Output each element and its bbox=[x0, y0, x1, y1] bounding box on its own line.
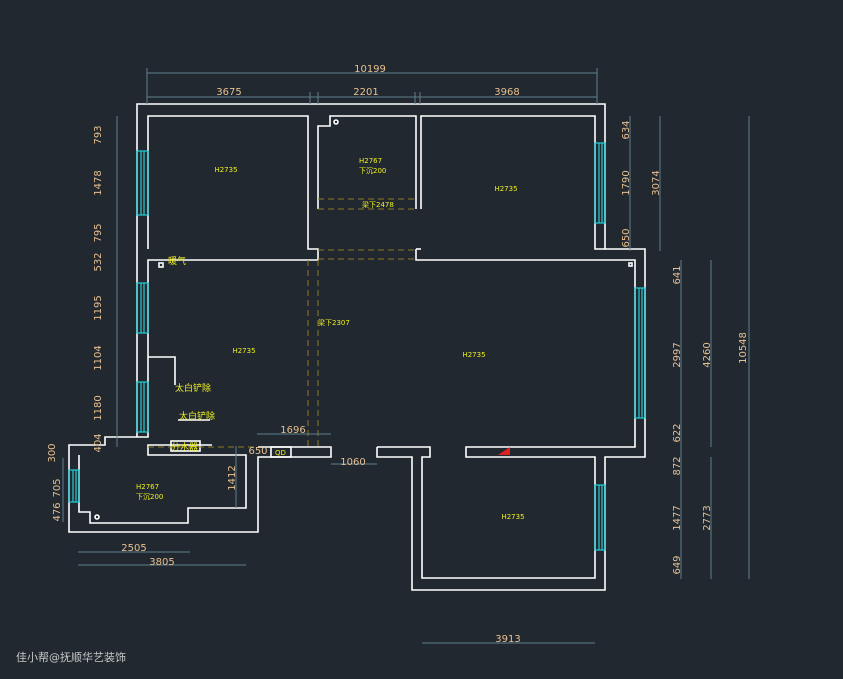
dim-right-lower-4: 872 bbox=[672, 456, 683, 475]
watermark: 佳小帮@抚顺华艺装饰 bbox=[16, 651, 126, 664]
dim-left-5: 1195 bbox=[93, 295, 104, 320]
label-room-top-mid-sink: 下沉200 bbox=[359, 167, 386, 175]
dim-total-top: 10199 bbox=[354, 64, 386, 75]
dim-right-lower-2: 2997 bbox=[672, 342, 683, 367]
dim-left-3: 795 bbox=[93, 223, 104, 242]
dim-650: 650 bbox=[248, 446, 267, 457]
dim-left-7: 1180 bbox=[93, 395, 104, 420]
dim-right-lower-3: 622 bbox=[672, 423, 683, 442]
dim-right-upper-2: 1790 bbox=[621, 170, 632, 195]
red-marker bbox=[498, 447, 510, 455]
label-room-bottom-left-sink: 下沉200 bbox=[136, 493, 163, 501]
dim-right-total: 10548 bbox=[738, 332, 749, 364]
beam-lines bbox=[148, 198, 416, 448]
dim-left-lower-2: 705 bbox=[52, 478, 63, 497]
dim-right-lower-6: 649 bbox=[672, 555, 683, 574]
label-room-bottom-right: H2735 bbox=[501, 513, 524, 521]
windows bbox=[68, 142, 646, 551]
dim-right-upper-3: 650 bbox=[621, 228, 632, 247]
room-labels: H2735 H2767 下沉200 梁下2478 H2735 暖气 梁下2307… bbox=[136, 157, 525, 521]
label-water-distributor: 分水器 bbox=[171, 441, 198, 453]
dim-1696: 1696 bbox=[280, 425, 305, 436]
label-room-top-left: H2735 bbox=[214, 166, 237, 174]
dim-right-low: 2773 bbox=[702, 505, 713, 530]
dimension-texts: 10199 3675 2201 3968 793 1478 795 532 11… bbox=[47, 64, 749, 645]
dimension-lines bbox=[62, 68, 750, 644]
dim-left-4: 532 bbox=[93, 252, 104, 271]
dim-left-6: 1104 bbox=[93, 345, 104, 370]
label-room-left-mid: H2735 bbox=[232, 347, 255, 355]
label-radiator: 暖气 bbox=[168, 255, 186, 267]
dim-left-lower-3: 476 bbox=[52, 502, 63, 521]
label-beam-2307: 梁下2307 bbox=[318, 318, 350, 327]
label-living-room: H2735 bbox=[462, 351, 485, 359]
dim-left-8: 404 bbox=[93, 433, 104, 452]
label-room-top-right: H2735 bbox=[494, 185, 517, 193]
dim-top-1: 3675 bbox=[216, 87, 241, 98]
label-qd: QD bbox=[275, 449, 286, 457]
dim-right-upper-total: 3074 bbox=[651, 170, 662, 195]
label-room-top-mid-height: H2767 bbox=[359, 157, 382, 165]
dim-left-1: 793 bbox=[93, 125, 104, 144]
dim-right-lower-5: 1477 bbox=[672, 505, 683, 530]
dim-right-lower-1: 641 bbox=[672, 265, 683, 284]
dim-3805: 3805 bbox=[149, 557, 174, 568]
dim-2505: 2505 bbox=[121, 543, 146, 554]
label-room-bottom-left-height: H2767 bbox=[136, 483, 159, 491]
label-beam-2478: 梁下2478 bbox=[362, 200, 394, 209]
dim-1060: 1060 bbox=[340, 457, 365, 468]
dim-left-2: 1478 bbox=[93, 170, 104, 195]
dim-top-2: 2201 bbox=[353, 87, 378, 98]
dim-left-lower-1: 300 bbox=[47, 443, 58, 462]
dim-1412: 1412 bbox=[227, 465, 238, 490]
dim-top-3: 3968 bbox=[494, 87, 519, 98]
label-remove-plaster-2: 太白铲除 bbox=[179, 410, 215, 422]
dim-right-mid: 4260 bbox=[702, 342, 713, 367]
dim-3913: 3913 bbox=[495, 634, 520, 645]
dim-right-upper-1: 634 bbox=[621, 120, 632, 139]
walls bbox=[68, 103, 646, 591]
label-remove-plaster-1: 太白铲除 bbox=[175, 382, 211, 394]
